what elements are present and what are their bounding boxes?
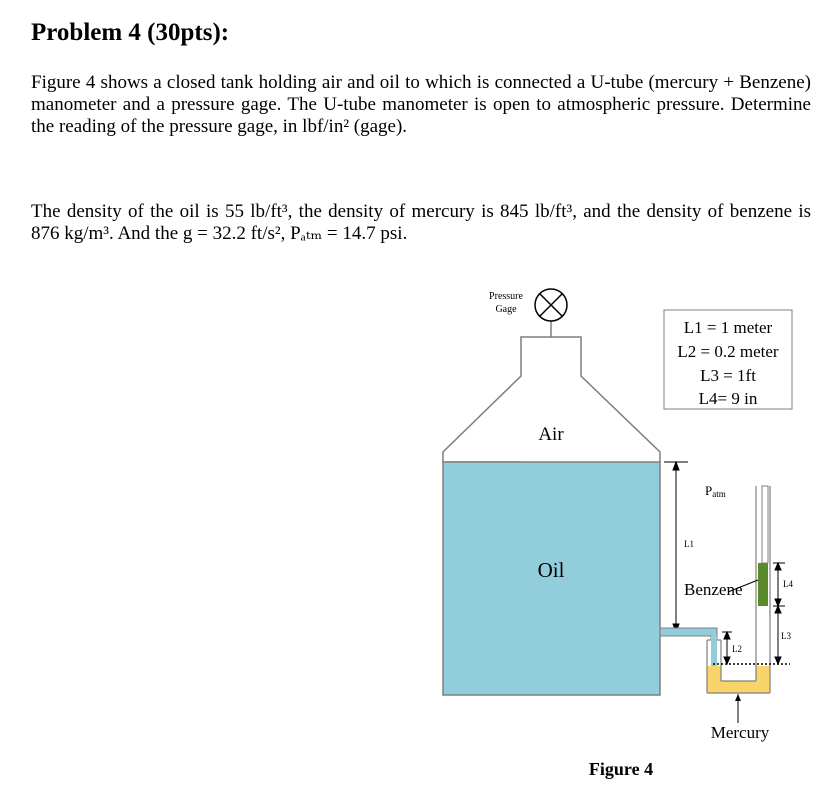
- gage-label-1: Pressure: [489, 291, 523, 302]
- problem-title: Problem 4 (30pts):: [31, 19, 230, 46]
- given-data: The density of the oil is 55 lb/ft³, the…: [31, 201, 811, 244]
- figure-caption: Figure 4: [589, 759, 653, 779]
- oil-region: [442, 461, 661, 696]
- legend-line-2: L2 = 0.2 meter: [677, 342, 779, 361]
- mercury-label: Mercury: [711, 723, 770, 742]
- l3-dimension: [773, 604, 785, 666]
- l4-dimension: [773, 561, 785, 608]
- l2-label: L2: [732, 644, 742, 654]
- gage-label-2: Gage: [495, 304, 517, 315]
- legend-line-3: L3 = 1ft: [700, 366, 756, 385]
- benzene-pointer: [727, 579, 759, 593]
- l3-label: L3: [781, 631, 791, 641]
- benzene-label: Benzene: [684, 580, 743, 599]
- pressure-gage-icon: [534, 288, 568, 322]
- connecting-pipe: [659, 627, 718, 641]
- legend-line-1: L1 = 1 meter: [684, 318, 773, 337]
- air-label: Air: [538, 424, 564, 445]
- legend-box: [663, 309, 793, 410]
- l4-label: L4: [783, 579, 793, 589]
- patm-label: Patm: [705, 483, 726, 499]
- l1-label: L1: [684, 539, 694, 549]
- legend-line-4: L4= 9 in: [699, 389, 758, 408]
- l2-dimension: [722, 630, 732, 666]
- problem-statement: Figure 4 shows a closed tank holding air…: [31, 72, 811, 137]
- tank: [442, 321, 661, 463]
- oil-label: Oil: [538, 558, 565, 582]
- u-tube-manometer: [706, 485, 771, 694]
